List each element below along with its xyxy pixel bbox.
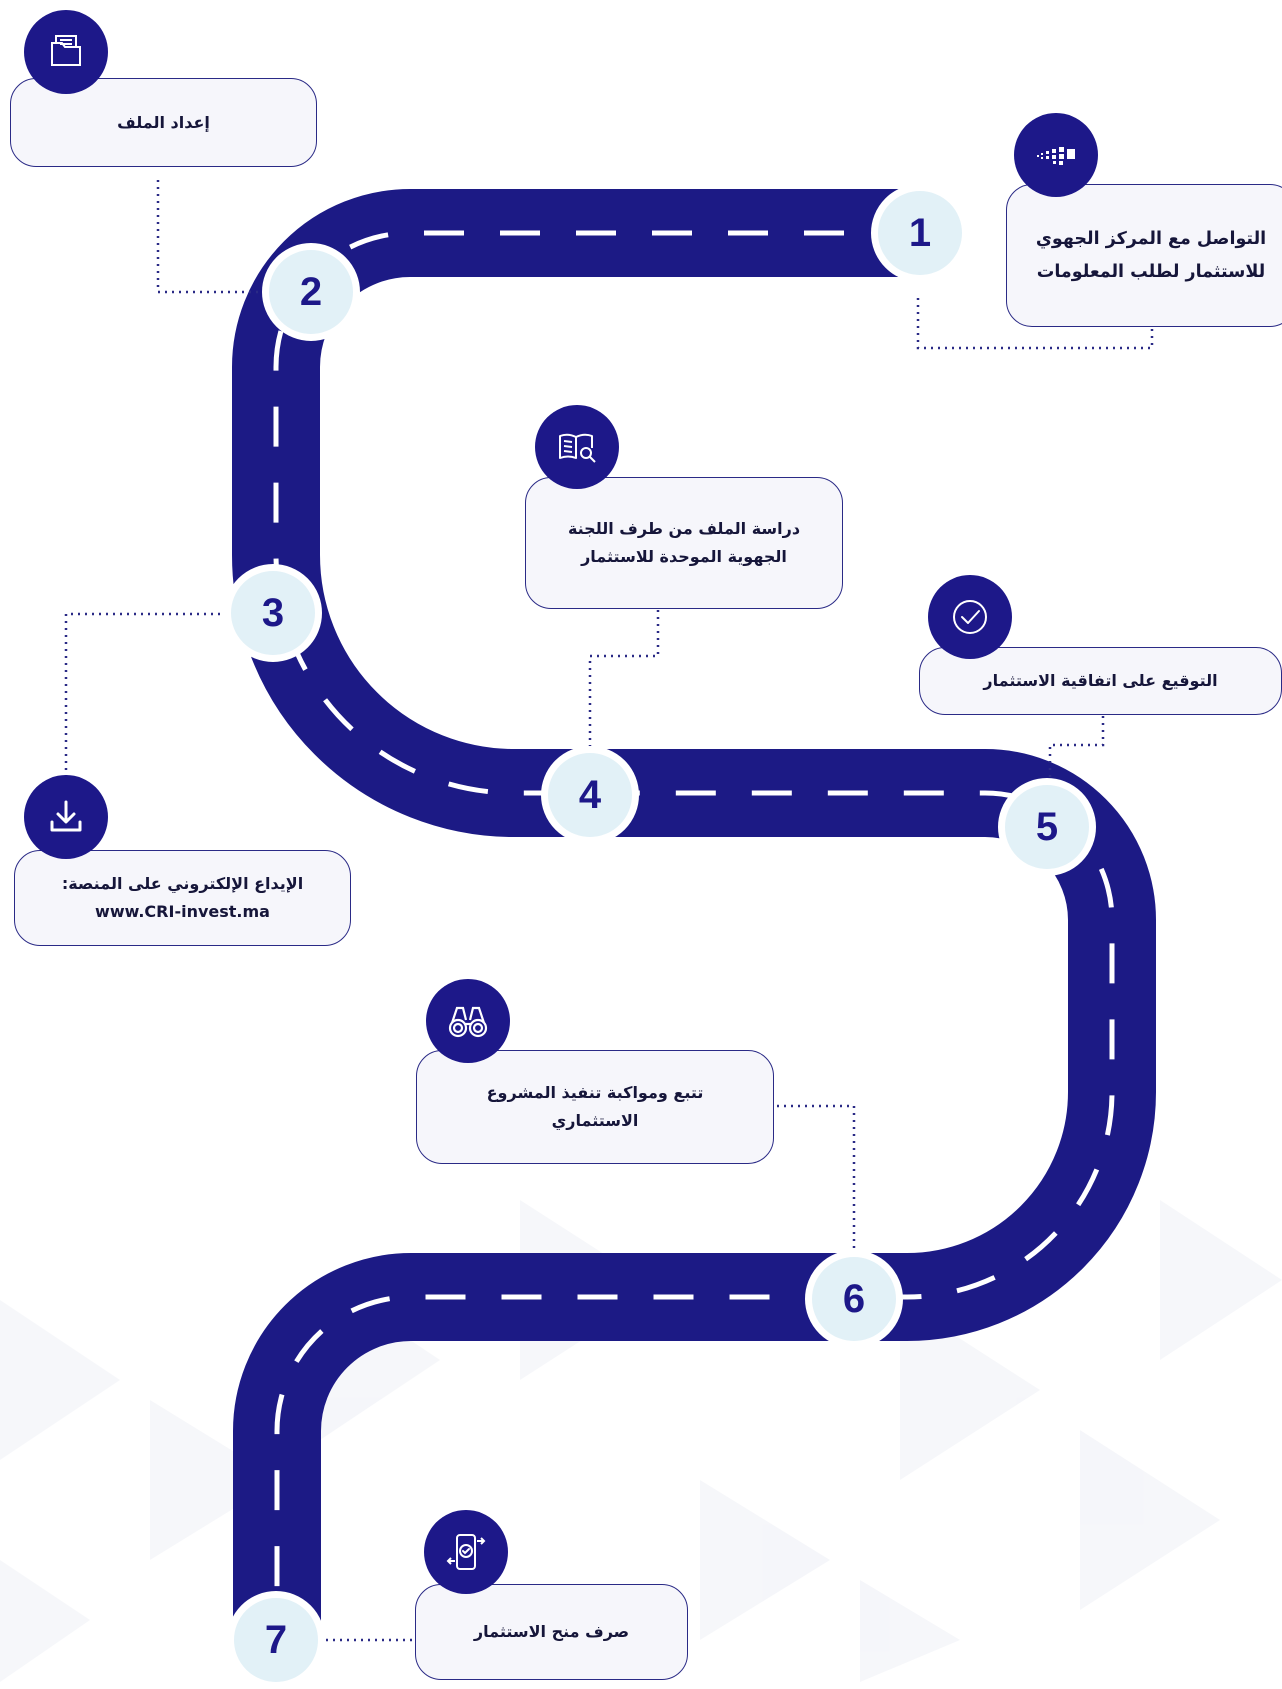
connector-3	[64, 612, 220, 780]
step-3-box: الإيداع الإلكتروني على المنصة: www.CRI-i…	[14, 850, 351, 946]
step-7-box: صرف منح الاستثمار	[415, 1584, 688, 1680]
download-icon	[24, 775, 108, 859]
step-6-line-1: تتبع ومواكبة تنفيذ المشروع	[486, 1083, 704, 1102]
step-3-website-link[interactable]: www.CRI-invest.ma	[95, 902, 270, 921]
step-7-number: 7	[227, 1591, 325, 1689]
book-search-icon	[535, 405, 619, 489]
connector-6	[777, 1104, 856, 1250]
folder-icon	[24, 10, 108, 94]
step-4-box: دراسة الملف من طرف اللجنة الجهوية الموحد…	[525, 477, 843, 609]
step-3-line-1: الإيداع الإلكتروني على المنصة:	[61, 874, 304, 893]
step-6-number: 6	[805, 1250, 903, 1348]
step-4-number: 4	[541, 746, 639, 844]
step-1-box: التواصل مع المركز الجهوي للاستثمار لطلب …	[1006, 184, 1282, 327]
pixel-dots-icon	[1014, 113, 1098, 197]
step-6-line-2: الاستثماري	[551, 1111, 639, 1130]
step-4-line-2: الجهوية الموحدة للاستثمار	[581, 547, 787, 566]
step-2-number: 2	[262, 243, 360, 341]
step-5-number: 5	[998, 778, 1096, 876]
connector-2	[156, 180, 258, 294]
step-7-line-1: صرف منح الاستثمار	[473, 1622, 630, 1641]
check-circle-icon	[928, 575, 1012, 659]
step-1-line-2: للاستثمار لطلب المعلومات	[1036, 261, 1266, 282]
step-5-line-1: التوقيع على اتفاقية الاستثمار	[983, 671, 1218, 690]
connector-4	[588, 610, 660, 746]
step-6-box: تتبع ومواكبة تنفيذ المشروع الاستثماري	[416, 1050, 774, 1164]
step-1-line-1: التواصل مع المركز الجهوي	[1035, 229, 1267, 250]
step-2-line-1: إعداد الملف	[117, 112, 210, 132]
step-3-number: 3	[224, 564, 322, 662]
step-4-line-1: دراسة الملف من طرف اللجنة	[567, 519, 801, 538]
binoculars-icon	[426, 979, 510, 1063]
connector-5	[1048, 716, 1105, 778]
step-1-number: 1	[871, 184, 969, 282]
connector-1	[916, 298, 1154, 350]
mobile-payment-icon	[424, 1510, 508, 1594]
